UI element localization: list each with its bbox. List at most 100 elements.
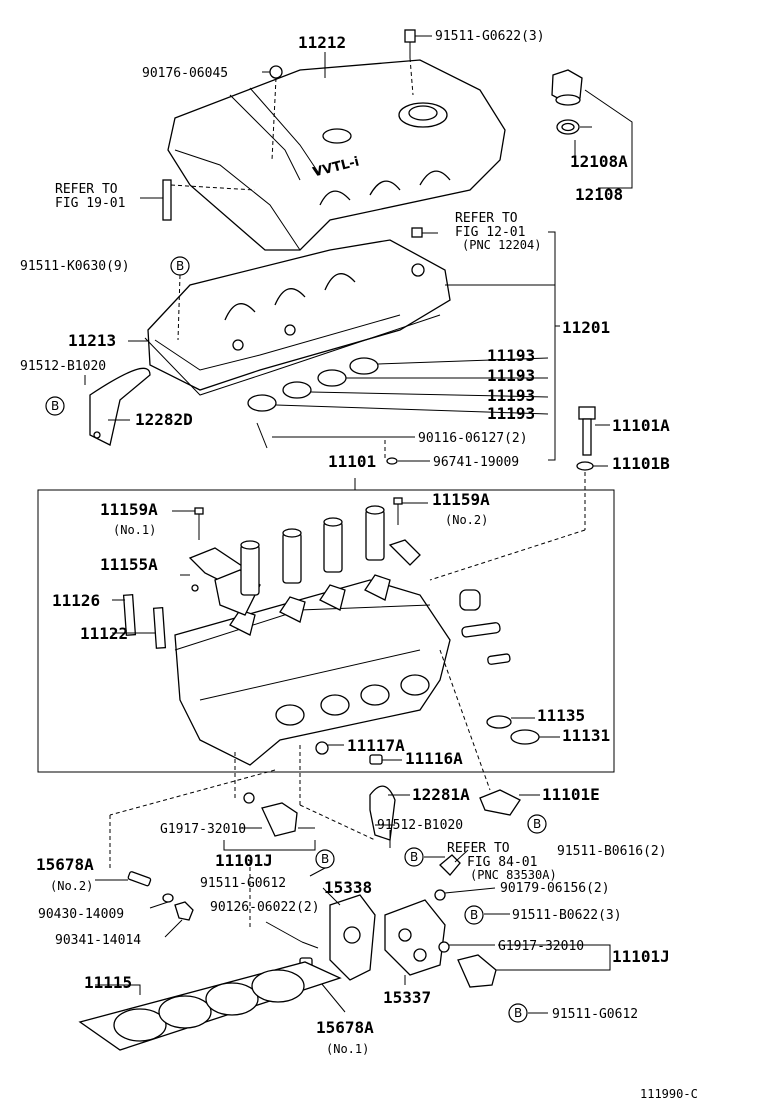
bolt-91511-g0622	[404, 29, 432, 96]
label-91512-b1020-a: 91512-B1020	[20, 359, 106, 374]
bolts-11159a	[172, 497, 428, 540]
label-12282d: 12282D	[135, 410, 193, 429]
cylinder-head-group-box	[37, 489, 615, 773]
engine-hanger-12281a	[369, 785, 410, 841]
badge-b-7: B	[508, 1003, 528, 1023]
svg-text:B: B	[470, 908, 478, 922]
label-11131: 11131	[562, 726, 610, 745]
stud-90126-and-gasket-15338	[265, 894, 376, 981]
label-no1-b: (No.1)	[326, 1042, 369, 1056]
spark-plug-tube-gaskets	[247, 357, 549, 415]
label-11212: 11212	[298, 33, 346, 52]
badge-b-4: B	[527, 814, 547, 834]
label-12281a: 12281A	[412, 785, 470, 804]
label-90341-14014: 90341-14014	[55, 933, 141, 948]
cylinder-head-cover	[147, 239, 451, 391]
label-11159a-1: 11159A	[100, 500, 158, 519]
label-refer-19a: REFER TO	[55, 182, 118, 197]
label-no2-a: (No.2)	[445, 513, 488, 527]
label-11101j-a: 11101J	[215, 851, 273, 870]
head-cover-gasket	[144, 314, 441, 396]
label-91511-g0612-a: 91511-G0612	[200, 876, 286, 891]
label-11101a: 11101A	[612, 416, 670, 435]
oil-filler-cap	[551, 69, 633, 189]
label-11101j-b: 11101J	[612, 947, 670, 966]
label-11159a-2: 11159A	[432, 490, 490, 509]
label-15338: 15338	[324, 878, 372, 897]
head-gasket-11115	[78, 961, 342, 1051]
badge-b-2: B	[45, 396, 65, 416]
label-11126: 11126	[52, 591, 100, 610]
label-15678a-b: 15678A	[316, 1018, 374, 1037]
label-refer-12a: REFER TO	[455, 211, 518, 226]
stud-90116-06127	[256, 422, 415, 449]
svg-text:B: B	[176, 259, 184, 273]
svg-text:B: B	[533, 817, 541, 831]
label-11155a: 11155A	[100, 555, 158, 574]
plugs-11117a	[315, 741, 402, 765]
label-91511-g0612-b: 91511-G0612	[552, 1007, 638, 1022]
label-90126-06022-2: 90126-06022(2)	[210, 900, 320, 915]
label-15337: 15337	[383, 988, 431, 1007]
label-91512-b1020-b: 91512-B1020	[377, 818, 463, 833]
badge-b-5: B	[315, 849, 335, 869]
label-g1917-32010-b: G1917-32010	[498, 939, 584, 954]
label-11115: 11115	[84, 973, 132, 992]
bracket-11101e	[479, 789, 540, 816]
label-11193-1: 11193	[487, 346, 535, 365]
oil-control-valve-right	[438, 941, 611, 988]
engine-cover: VVTL-i	[167, 59, 506, 251]
label-refer-19b: FIG 19-01	[55, 196, 125, 211]
cylinder-head	[174, 574, 451, 766]
label-11117a: 11117A	[347, 736, 405, 755]
sensor-refer-84	[434, 849, 496, 901]
label-15678a-a: 15678A	[36, 855, 94, 874]
badge-b-1: B	[170, 256, 190, 276]
stud-bolt-refer-19	[140, 179, 256, 221]
label-91511-g0622-3: 91511-G0622(3)	[435, 29, 545, 44]
label-11101b: 11101B	[612, 454, 670, 473]
label-refer-84c: (PNC 83530A)	[470, 868, 557, 882]
label-no1-a: (No.1)	[113, 523, 156, 537]
label-11193-3: 11193	[487, 386, 535, 405]
label-g1917-32010-a: G1917-32010	[160, 822, 246, 837]
label-90116-06127-2: 90116-06127(2)	[418, 431, 528, 446]
label-91511-k0630-9: 91511-K0630(9)	[20, 259, 130, 274]
valve-guides	[112, 594, 167, 649]
bolt-15678a-no2	[95, 871, 194, 938]
svg-text:B: B	[514, 1006, 522, 1020]
svg-text:B: B	[51, 399, 59, 413]
label-90176-06045: 90176-06045	[142, 66, 228, 81]
label-refer-84a: REFER TO	[447, 841, 510, 856]
label-no2-b: (No.2)	[50, 879, 93, 893]
label-11135: 11135	[537, 706, 585, 725]
label-11116a: 11116A	[405, 749, 463, 768]
plugs-and-dowels	[459, 589, 560, 745]
label-refer-84b: FIG 84-01	[467, 855, 537, 870]
spark-plug-tubes	[240, 505, 385, 596]
figure-code: 111990-C	[640, 1087, 698, 1101]
label-96741-19009: 96741-19009	[433, 455, 519, 470]
badge-b-6: B	[464, 905, 484, 925]
label-11193-4: 11193	[487, 404, 535, 423]
label-91511-b0616-2: 91511-B0616(2)	[557, 844, 667, 859]
label-12108a: 12108A	[570, 152, 628, 171]
head-bolt-11101a	[429, 406, 610, 581]
badge-b-3: B	[404, 847, 424, 867]
label-11122: 11122	[80, 624, 128, 643]
oil-control-valve-left	[223, 792, 316, 851]
svg-text:B: B	[321, 852, 329, 866]
label-refer-12b: FIG 12-01	[455, 225, 525, 240]
label-11101e: 11101E	[542, 785, 600, 804]
svg-text:B: B	[410, 850, 418, 864]
label-90430-14009: 90430-14009	[38, 907, 124, 922]
label-91511-b0622-3: 91511-B0622(3)	[512, 908, 622, 923]
label-refer-12c: (PNC 12204)	[462, 238, 541, 252]
bracket-11201	[548, 231, 556, 461]
label-11201: 11201	[562, 318, 610, 337]
label-11193-2: 11193	[487, 366, 535, 385]
part-labels: 11212 91511-G0622(3) 90176-06045 12108A …	[20, 29, 698, 1101]
cam-timing-housing-15337	[384, 899, 446, 985]
